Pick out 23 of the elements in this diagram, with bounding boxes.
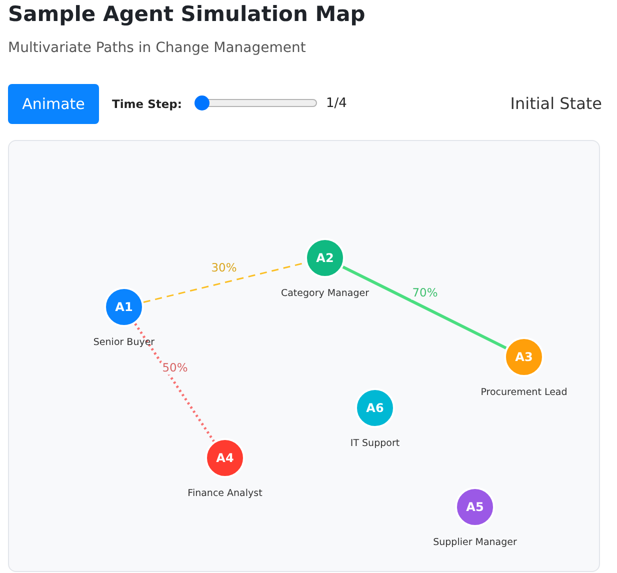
connector-line — [342, 266, 507, 350]
state-label: Initial State — [509, 94, 602, 113]
time-step-label: Time Step: — [112, 97, 182, 111]
edge-label: 70% — [411, 286, 439, 300]
agent-role: Finance Analyst — [188, 488, 262, 499]
agent-role: IT Support — [350, 438, 400, 449]
connector-line — [134, 322, 215, 442]
subtitle: Multivariate Paths in Change Management — [8, 40, 306, 56]
agent-id: A2 — [316, 251, 334, 265]
agent-role: Category Manager — [280, 288, 370, 299]
page-title: Sample Agent Simulation Map — [8, 2, 366, 26]
agent-id: A3 — [515, 350, 533, 364]
edge-label: 30% — [210, 262, 238, 274]
agent-role: Procurement Lead — [480, 387, 568, 398]
agent-id: A4 — [216, 451, 234, 465]
agent-role: Senior Buyer — [93, 337, 155, 348]
animate-button: Animate — [8, 84, 99, 124]
step-counter: 1/4 — [326, 96, 347, 111]
agent-id: A6 — [366, 401, 384, 415]
agent-id: A5 — [466, 500, 484, 514]
edge-label: 50% — [161, 362, 189, 374]
agent-id: A1 — [115, 300, 133, 314]
agent-role: Supplier Manager — [433, 537, 517, 548]
